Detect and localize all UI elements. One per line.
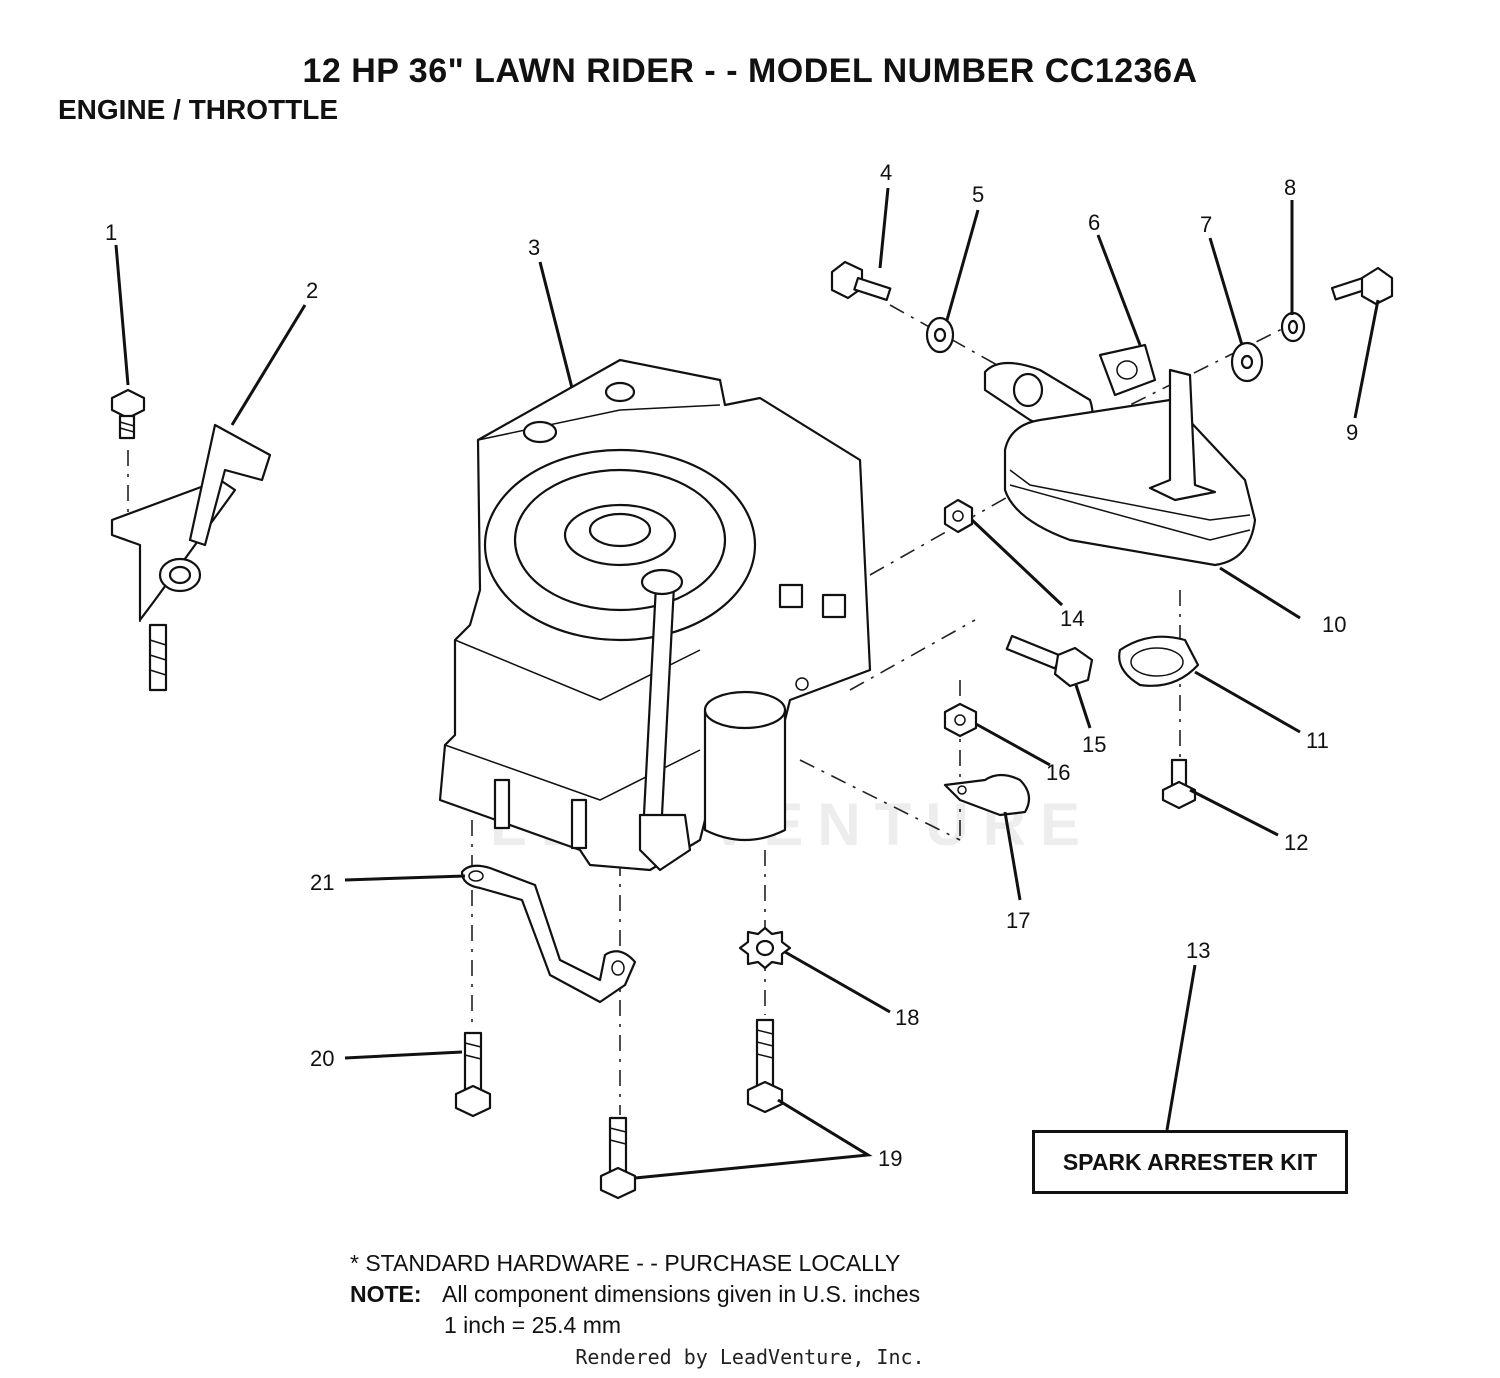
callout-6: 6 xyxy=(1088,210,1100,235)
part-1-screw xyxy=(110,388,146,440)
part-11-spark-screen xyxy=(1118,635,1200,687)
part-18-star-washer xyxy=(738,926,792,970)
part-12-screw xyxy=(1161,758,1197,810)
callout-20: 20 xyxy=(310,1046,334,1071)
part-20-bolt xyxy=(454,1031,492,1118)
callout-14: 14 xyxy=(1060,606,1084,631)
dimension-note: NOTE: All component dimensions given in U… xyxy=(350,1279,920,1310)
note-text: All component dimensions given in U.S. i… xyxy=(442,1281,921,1307)
part-21-bracket xyxy=(460,864,637,1004)
callout-numbers: 1 2 3 4 5 6 7 8 9 10 11 12 13 14 15 16 1… xyxy=(105,160,1358,1171)
diagram-title: 12 HP 36" LAWN RIDER - - MODEL NUMBER CC… xyxy=(302,52,1198,90)
part-14-nut xyxy=(943,498,974,534)
callout-21: 21 xyxy=(310,870,334,895)
callout-8: 8 xyxy=(1284,175,1296,200)
callout-17: 17 xyxy=(1006,908,1030,933)
part-16-nut xyxy=(943,702,978,738)
callout-12: 12 xyxy=(1284,830,1308,855)
part-8-lock-washer xyxy=(1280,311,1306,343)
part-9-bolt xyxy=(1330,266,1394,306)
callout-5: 5 xyxy=(972,182,984,207)
callout-7: 7 xyxy=(1200,212,1212,237)
callout-9: 9 xyxy=(1346,420,1358,445)
part-19-bolt-a xyxy=(746,1018,784,1114)
leader-lines xyxy=(114,187,1380,1180)
part-4-bolt xyxy=(830,260,892,302)
part-7-washer xyxy=(1230,341,1264,383)
callout-1: 1 xyxy=(105,220,117,245)
section-subtitle: ENGINE / THROTTLE xyxy=(58,94,338,125)
callout-2: 2 xyxy=(306,278,318,303)
callout-13: 13 xyxy=(1186,938,1210,963)
part-10-muffler xyxy=(1003,368,1257,567)
note-label: NOTE: xyxy=(350,1281,422,1307)
part-3-engine xyxy=(438,358,872,872)
part-15-bolt xyxy=(1005,634,1094,688)
standard-hardware-note: * STANDARD HARDWARE - - PURCHASE LOCALLY xyxy=(350,1250,901,1276)
callout-18: 18 xyxy=(895,1005,919,1030)
part-17-clamp xyxy=(943,773,1031,817)
callout-15: 15 xyxy=(1082,732,1106,757)
spark-arrester-kit-box: SPARK ARRESTER KIT xyxy=(1032,1130,1348,1194)
callout-19: 19 xyxy=(878,1146,902,1171)
rendered-by-credit: Rendered by LeadVenture, Inc. xyxy=(575,1345,925,1369)
callout-11: 11 xyxy=(1306,728,1329,753)
part-2-throttle-control xyxy=(110,423,272,692)
callout-3: 3 xyxy=(528,235,540,260)
callout-10: 10 xyxy=(1322,612,1346,637)
callout-16: 16 xyxy=(1046,760,1070,785)
unit-conversion: 1 inch = 25.4 mm xyxy=(444,1312,622,1338)
part-19-bolt-b xyxy=(599,1116,637,1200)
callout-4: 4 xyxy=(880,160,892,185)
footer-notes: * STANDARD HARDWARE - - PURCHASE LOCALLY… xyxy=(350,1248,920,1341)
part-5-washer xyxy=(925,316,955,354)
